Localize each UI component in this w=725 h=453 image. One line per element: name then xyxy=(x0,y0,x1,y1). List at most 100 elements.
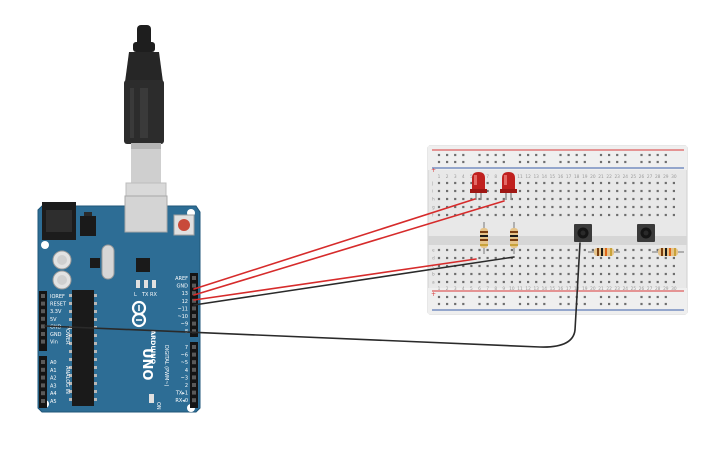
terminal-hole[interactable] xyxy=(535,248,538,252)
terminal-hole[interactable] xyxy=(543,264,546,268)
terminal-hole[interactable] xyxy=(575,264,578,268)
terminal-hole[interactable] xyxy=(672,197,675,201)
terminal-hole[interactable] xyxy=(599,213,603,217)
terminal-hole[interactable] xyxy=(648,264,651,268)
header-pin[interactable] xyxy=(41,360,45,364)
terminal-hole[interactable] xyxy=(527,256,530,260)
terminal-hole[interactable] xyxy=(591,181,594,185)
terminal-hole[interactable] xyxy=(462,189,465,193)
rail-hole[interactable] xyxy=(486,160,489,164)
rail-hole[interactable] xyxy=(494,302,497,306)
rail-hole[interactable] xyxy=(656,160,659,164)
terminal-hole[interactable] xyxy=(608,272,611,276)
terminal-hole[interactable] xyxy=(656,272,659,276)
terminal-hole[interactable] xyxy=(664,181,667,185)
resistor-4[interactable] xyxy=(652,248,684,256)
terminal-hole[interactable] xyxy=(551,256,554,260)
terminal-hole[interactable] xyxy=(648,248,651,252)
terminal-hole[interactable] xyxy=(624,248,627,252)
terminal-hole[interactable] xyxy=(616,197,619,201)
terminal-hole[interactable] xyxy=(583,213,586,217)
resistor-2[interactable] xyxy=(510,222,518,254)
terminal-hole[interactable] xyxy=(494,181,497,185)
terminal-hole[interactable] xyxy=(672,189,675,193)
terminal-hole[interactable] xyxy=(624,213,627,217)
terminal-hole[interactable] xyxy=(575,189,578,193)
rail-hole[interactable] xyxy=(599,295,603,299)
terminal-hole[interactable] xyxy=(640,181,643,185)
terminal-hole[interactable] xyxy=(632,197,635,201)
terminal-hole[interactable] xyxy=(616,264,619,268)
terminal-hole[interactable] xyxy=(446,248,449,252)
terminal-hole[interactable] xyxy=(462,280,465,284)
terminal-hole[interactable] xyxy=(494,205,497,209)
terminal-hole[interactable] xyxy=(559,272,562,276)
header-pin[interactable] xyxy=(192,383,196,387)
terminal-hole[interactable] xyxy=(640,280,643,284)
rail-hole[interactable] xyxy=(656,153,659,157)
terminal-hole[interactable] xyxy=(608,197,611,201)
terminal-hole[interactable] xyxy=(591,248,594,252)
terminal-hole[interactable] xyxy=(478,205,481,209)
terminal-hole[interactable] xyxy=(486,181,489,185)
header-pin[interactable] xyxy=(41,391,45,396)
header-pin[interactable] xyxy=(192,352,196,357)
terminal-hole[interactable] xyxy=(640,256,643,260)
terminal-hole[interactable] xyxy=(608,280,611,284)
rail-hole[interactable] xyxy=(502,160,505,164)
rail-hole[interactable] xyxy=(559,160,562,164)
rail-hole[interactable] xyxy=(454,302,457,306)
terminal-hole[interactable] xyxy=(454,205,457,209)
terminal-hole[interactable] xyxy=(518,189,522,193)
terminal-hole[interactable] xyxy=(648,280,651,284)
terminal-hole[interactable] xyxy=(632,181,635,185)
terminal-hole[interactable] xyxy=(632,280,635,284)
terminal-hole[interactable] xyxy=(567,181,570,185)
terminal-hole[interactable] xyxy=(664,256,667,260)
rail-hole[interactable] xyxy=(640,153,643,157)
terminal-hole[interactable] xyxy=(470,205,473,209)
terminal-hole[interactable] xyxy=(575,280,578,284)
terminal-hole[interactable] xyxy=(510,248,513,252)
rail-hole[interactable] xyxy=(527,302,530,306)
header-pin[interactable] xyxy=(41,399,45,403)
rail-hole[interactable] xyxy=(543,153,546,157)
terminal-hole[interactable] xyxy=(518,280,522,284)
terminal-hole[interactable] xyxy=(640,248,643,252)
rail-hole[interactable] xyxy=(599,160,603,164)
terminal-hole[interactable] xyxy=(559,256,562,260)
header-pin[interactable] xyxy=(192,291,196,296)
terminal-hole[interactable] xyxy=(518,272,522,276)
terminal-hole[interactable] xyxy=(632,213,635,217)
header-pin[interactable] xyxy=(41,339,45,344)
terminal-hole[interactable] xyxy=(672,280,675,284)
terminal-hole[interactable] xyxy=(518,205,522,209)
header-pin[interactable] xyxy=(192,360,196,365)
terminal-hole[interactable] xyxy=(624,272,627,276)
header-pin[interactable] xyxy=(41,375,45,380)
rail-hole[interactable] xyxy=(648,160,651,164)
terminal-hole[interactable] xyxy=(575,272,578,276)
terminal-hole[interactable] xyxy=(664,272,667,276)
terminal-hole[interactable] xyxy=(551,197,554,201)
rail-hole[interactable] xyxy=(462,295,465,299)
header-pin[interactable] xyxy=(192,321,196,326)
terminal-hole[interactable] xyxy=(518,181,522,185)
terminal-hole[interactable] xyxy=(518,264,522,268)
terminal-hole[interactable] xyxy=(535,256,538,260)
terminal-hole[interactable] xyxy=(599,189,603,193)
rail-hole[interactable] xyxy=(478,302,481,306)
header-pin[interactable] xyxy=(41,294,45,298)
terminal-hole[interactable] xyxy=(648,197,651,201)
terminal-hole[interactable] xyxy=(575,248,578,252)
terminal-hole[interactable] xyxy=(567,272,570,276)
rail-hole[interactable] xyxy=(624,295,627,299)
terminal-hole[interactable] xyxy=(518,197,522,201)
terminal-hole[interactable] xyxy=(502,280,505,284)
terminal-hole[interactable] xyxy=(648,213,651,217)
rail-hole[interactable] xyxy=(494,153,497,157)
rail-hole[interactable] xyxy=(583,295,586,299)
terminal-hole[interactable] xyxy=(551,213,554,217)
terminal-hole[interactable] xyxy=(608,264,611,268)
terminal-hole[interactable] xyxy=(656,213,659,217)
